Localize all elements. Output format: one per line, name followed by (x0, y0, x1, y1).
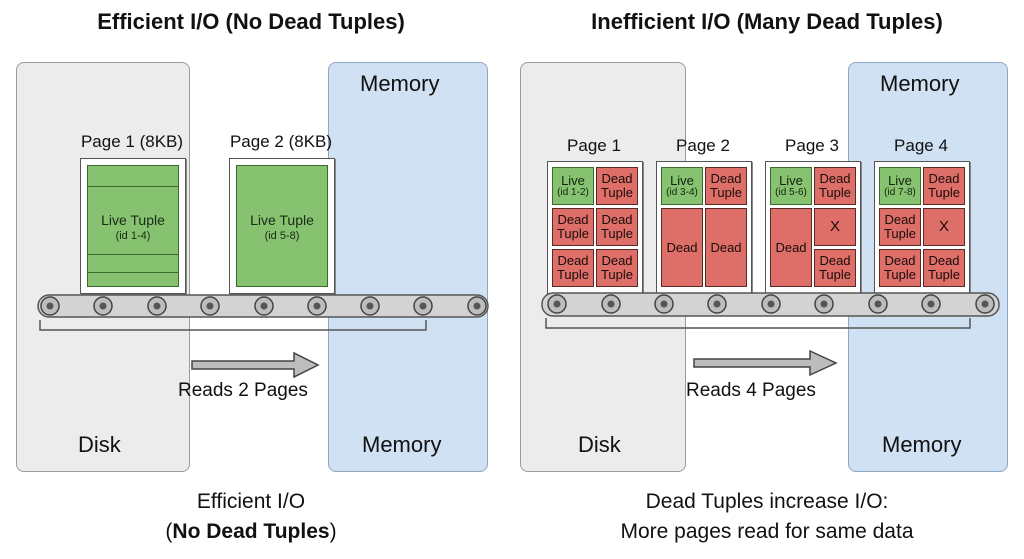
left-page-1-tuple-ids: (id 1-4) (115, 230, 151, 242)
right-caption-line2: More pages read for same data (620, 520, 914, 543)
right-page-2-dead-cell: Dead (705, 208, 747, 287)
roller-hub (607, 300, 615, 308)
left-caption-close-paren: ) (329, 520, 337, 543)
left-memory-top-label: Memory (360, 71, 440, 96)
right-page-1-live-cell: Live (id 1-2) (552, 167, 594, 205)
right-page-3-caption: Page 3 (785, 136, 839, 155)
roller-hub (767, 300, 775, 308)
right-page-3-live-cell: Live (id 5-6) (770, 167, 812, 205)
roller-hub (473, 302, 481, 310)
left-conveyor-belt (37, 294, 489, 331)
roller-hub (820, 300, 828, 308)
left-memory-bottom-label: Memory (362, 432, 442, 457)
left-memory-zone (328, 62, 488, 472)
right-page-1-dead-cell: Dead Tuple (596, 167, 638, 205)
roller-hub (553, 300, 561, 308)
roller-hub (99, 302, 107, 310)
left-caption-bold: No Dead Tuples (172, 520, 330, 543)
x-mark-icon: X (923, 208, 965, 246)
x-mark-icon: X (814, 208, 856, 246)
right-memory-bottom-label: Memory (882, 432, 962, 457)
right-page-2-caption: Page 2 (676, 136, 730, 155)
roller-hub (366, 302, 374, 310)
right-page-3-dead-cell: Dead (770, 208, 812, 287)
right-page-4-dead-cell: Dead Tuple (923, 249, 965, 287)
arrow-right-icon (191, 351, 320, 379)
left-arrow-label: Reads 2 Pages (178, 380, 308, 401)
right-page-4-live-cell: Live (id 7-8) (879, 167, 921, 205)
right-page-4-dead-cell: Dead Tuple (879, 208, 921, 246)
right-page-3-dead-cell: Dead Tuple (814, 249, 856, 287)
roller-hub (927, 300, 935, 308)
roller-hub (874, 300, 882, 308)
right-page-1-dead-cell: Dead Tuple (596, 249, 638, 287)
roller-hub (206, 302, 214, 310)
left-caption-line1: Efficient I/O (196, 490, 306, 513)
right-page-2-dead-cell: Dead (661, 208, 703, 287)
roller-hub (419, 302, 427, 310)
left-page-2-tuple-label: Live Tuple (250, 212, 314, 228)
left-caption-open-paren: ( (165, 520, 173, 543)
roller-hub (46, 302, 54, 310)
left-page-2: Live Tuple (id 5-8) (229, 158, 335, 294)
right-page-4-caption: Page 4 (894, 136, 948, 155)
arrow-right-icon (693, 349, 838, 377)
right-page-1: Live (id 1-2) Dead Tuple Dead Tuple Dead… (547, 161, 643, 294)
right-page-2-dead-cell: Dead Tuple (705, 167, 747, 205)
right-conveyor-belt (541, 292, 1000, 329)
left-page-1-caption: Page 1 (8KB) (80, 132, 184, 151)
left-page-2-caption: Page 2 (8KB) (229, 132, 333, 151)
roller-hub (981, 300, 989, 308)
right-disk-label: Disk (578, 432, 621, 457)
right-page-1-dead-cell: Dead Tuple (552, 249, 594, 287)
left-page-1: Live Tuple (id 1-4) (80, 158, 186, 294)
right-page-1-dead-cell: Dead Tuple (596, 208, 638, 246)
right-page-4-dead-cell: Dead Tuple (923, 167, 965, 205)
right-page-4: Live (id 7-8) Dead Tuple Dead Tuple X De… (874, 161, 970, 294)
left-disk-label: Disk (78, 432, 121, 457)
left-page-2-tuple-ids: (id 5-8) (264, 230, 300, 242)
left-caption-line2: (No Dead Tuples) (0, 520, 502, 544)
right-caption-line1: Dead Tuples increase I/O: (645, 490, 889, 513)
right-page-1-dead-cell: Dead Tuple (552, 208, 594, 246)
right-panel-title: Inefficient I/O (Many Dead Tuples) (591, 9, 943, 34)
roller-hub (713, 300, 721, 308)
right-page-3-dead-cell: Dead Tuple (814, 167, 856, 205)
roller-hub (660, 300, 668, 308)
right-page-2: Live (id 3-4) Dead Tuple Dead Dead (656, 161, 752, 294)
left-panel-title: Efficient I/O (No Dead Tuples) (97, 9, 405, 34)
right-page-1-caption: Page 1 (567, 136, 621, 155)
left-page-1-tuple-label: Live Tuple (101, 212, 165, 228)
right-page-4-dead-cell: Dead Tuple (879, 249, 921, 287)
roller-hub (313, 302, 321, 310)
right-memory-top-label: Memory (880, 71, 960, 96)
roller-hub (153, 302, 161, 310)
right-arrow-label: Reads 4 Pages (686, 380, 816, 401)
roller-hub (260, 302, 268, 310)
right-page-2-live-cell: Live (id 3-4) (661, 167, 703, 205)
